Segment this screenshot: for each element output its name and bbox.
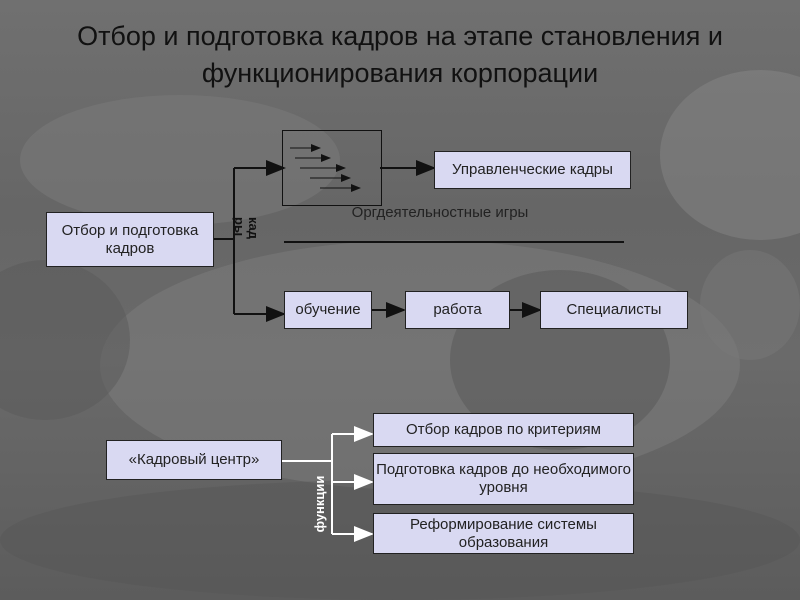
- title-line-1: Отбор и подготовка кадров на этапе стано…: [77, 21, 723, 51]
- work-box: работа: [405, 291, 510, 329]
- function-label-3: Реформирование системы образования: [410, 515, 597, 551]
- functions-vertical-label: функции: [312, 475, 327, 533]
- training-label: обучение: [295, 301, 361, 318]
- training-box: обучение: [284, 291, 372, 329]
- function-box-1: Отбор кадров по критериям: [373, 413, 634, 447]
- specialists-label: Специалисты: [566, 301, 662, 318]
- selection-training-label: Отбор и подготовка кадров: [61, 221, 199, 257]
- org-games-label: Оргдеятельностные игры: [351, 204, 529, 221]
- work-label: работа: [433, 301, 482, 318]
- cadres-vertical-label: кад ры: [232, 217, 261, 239]
- function-box-3: Реформирование системы образования: [373, 513, 634, 554]
- managers-box: Управленческие кадры: [434, 151, 631, 189]
- function-label-2: Подготовка кадров до необходимого уровня: [376, 461, 631, 496]
- function-label-1: Отбор кадров по критериям: [406, 421, 601, 438]
- slide-title: Отбор и подготовка кадров на этапе стано…: [0, 18, 800, 92]
- function-box-2: Подготовка кадров до необходимого уровня: [373, 453, 634, 505]
- personnel-center-label: «Кадровый центр»: [128, 451, 260, 468]
- personnel-center-box: «Кадровый центр»: [106, 440, 282, 480]
- selection-training-box: Отбор и подготовка кадров: [46, 212, 214, 267]
- title-line-2: функционирования корпорации: [201, 58, 599, 88]
- managers-label: Управленческие кадры: [452, 161, 613, 178]
- empty-process-box: [282, 130, 382, 206]
- specialists-box: Специалисты: [540, 291, 688, 329]
